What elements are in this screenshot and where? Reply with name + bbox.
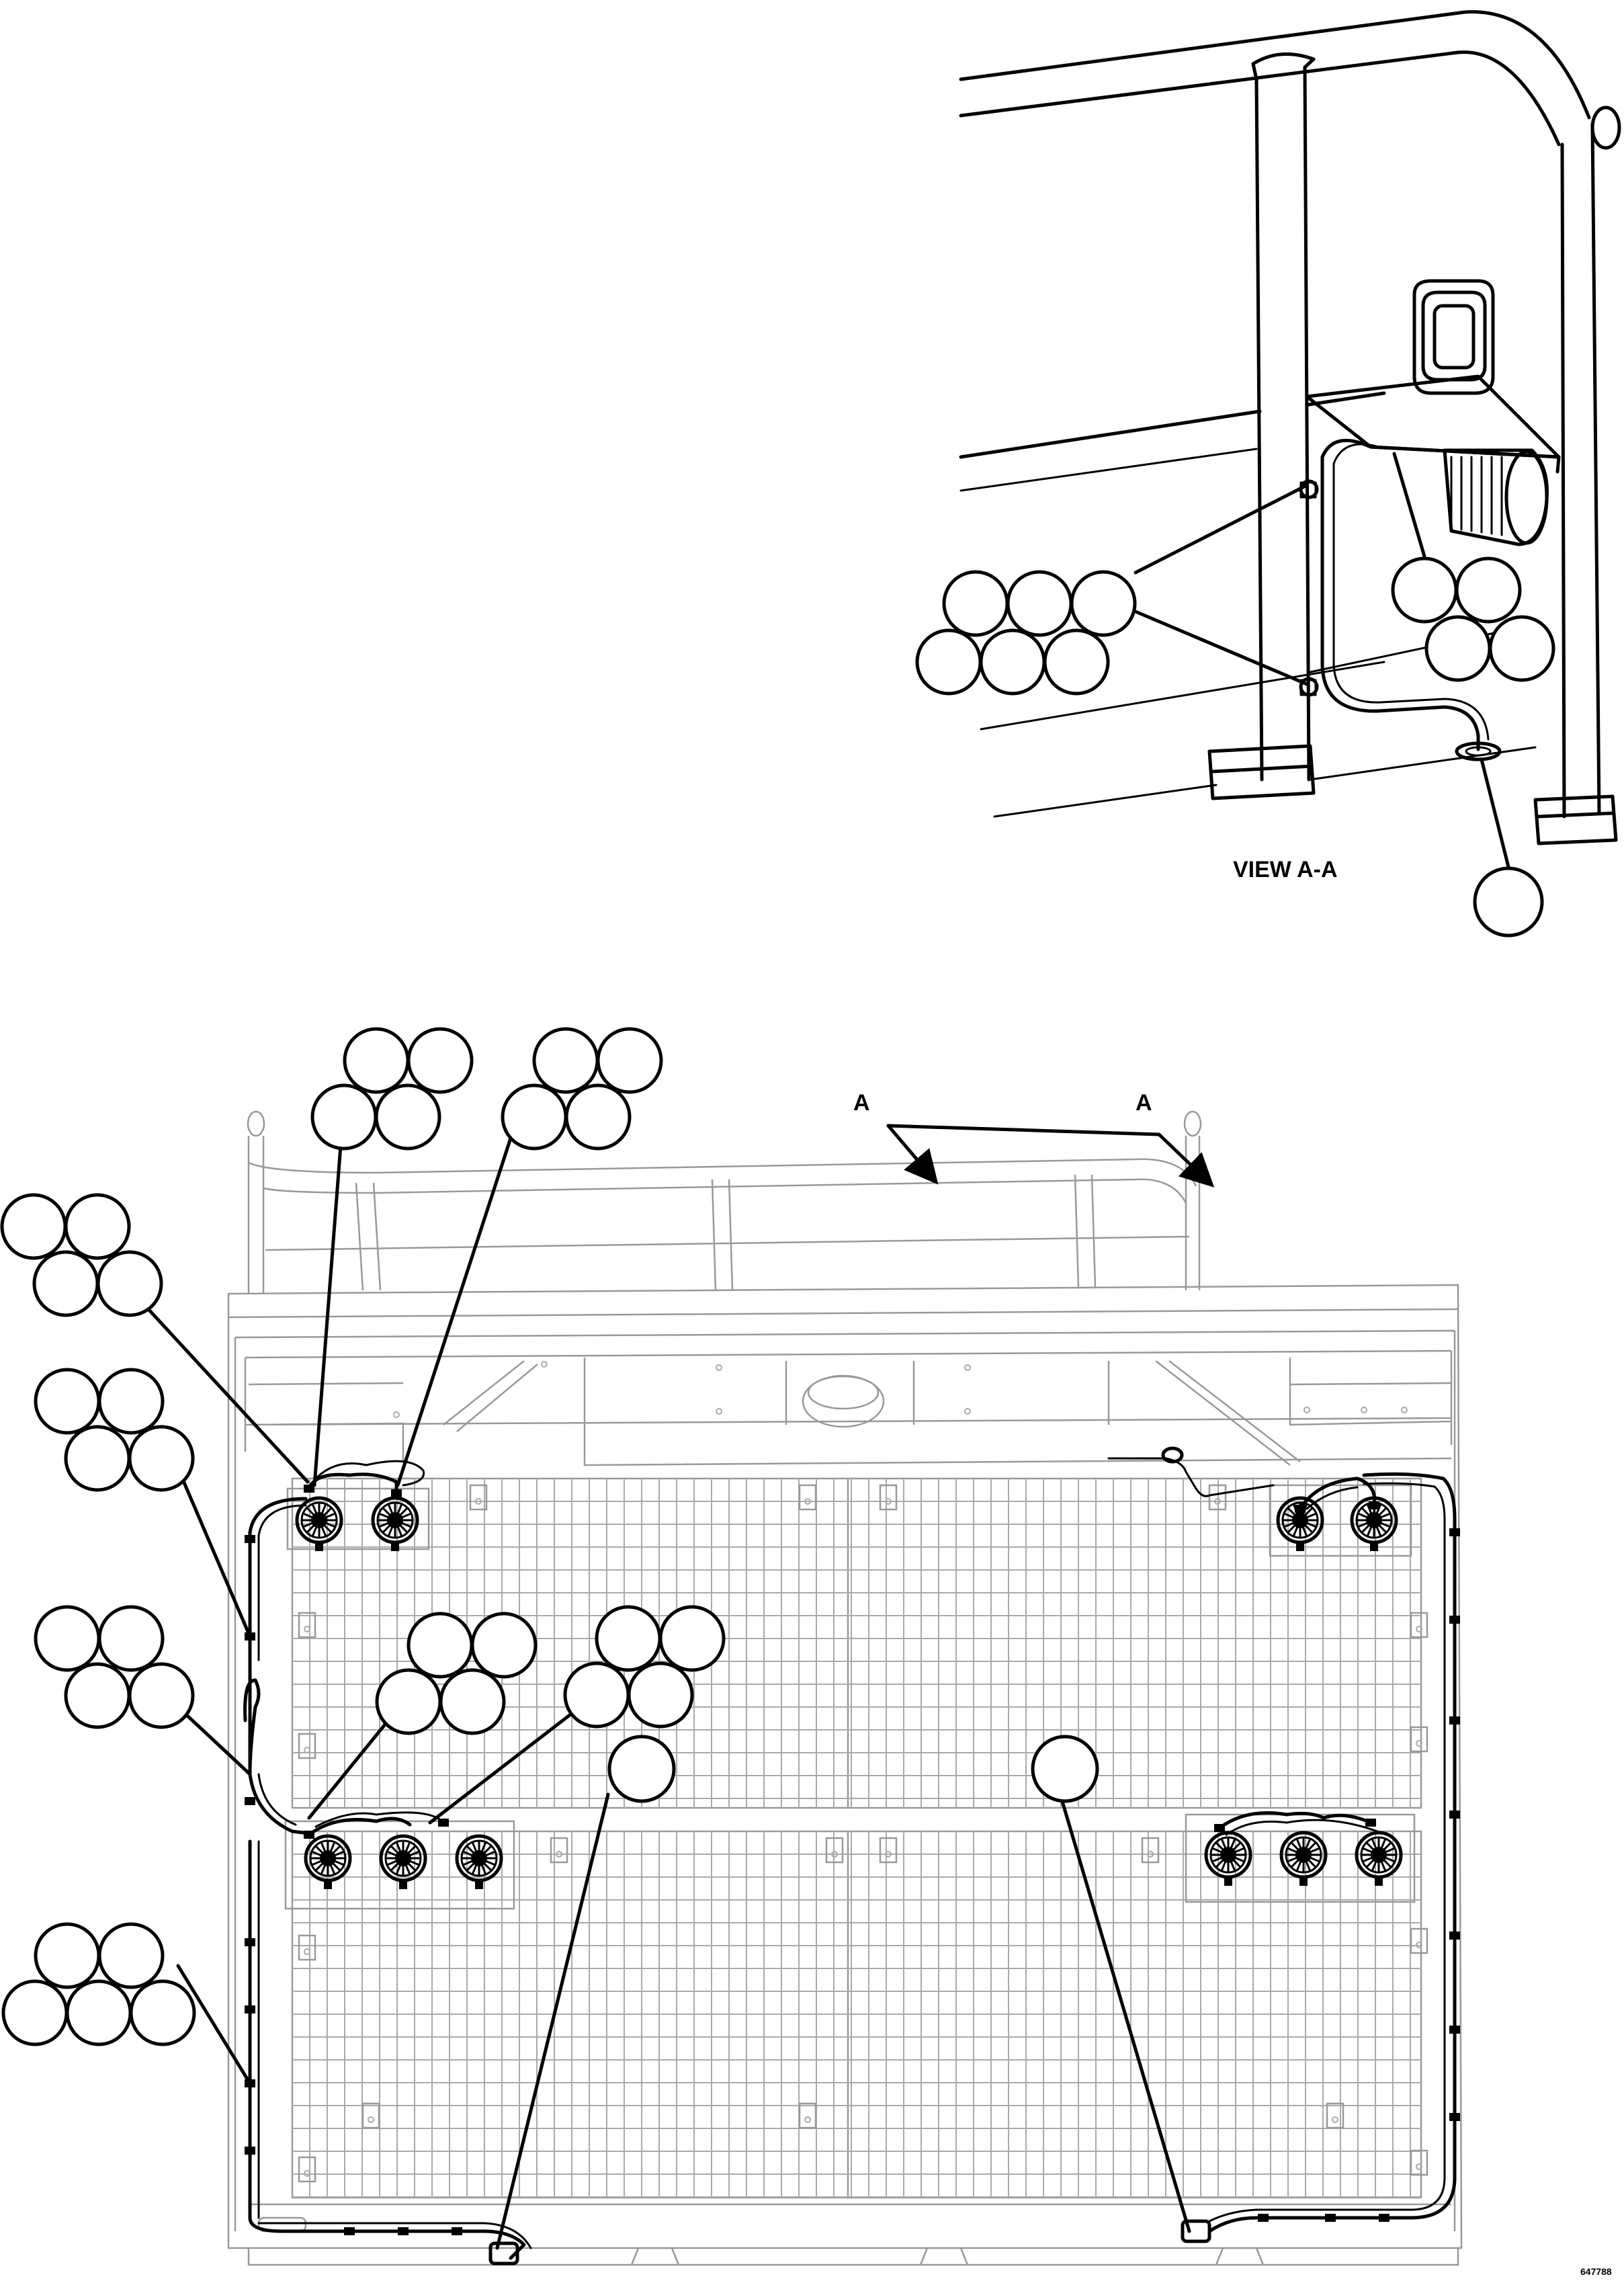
callout-cluster-left-2 — [34, 1368, 195, 1492]
section-letter-left: A — [853, 1090, 870, 1116]
floor-lamp — [371, 1496, 419, 1551]
callout-cluster-top-a — [310, 1027, 474, 1151]
drawing-number: 647788 — [1580, 2266, 1612, 2277]
section-letter-right: A — [1136, 1090, 1152, 1116]
callout-cluster-left-4 — [1, 1922, 196, 2046]
view-a-a-leaders — [1134, 452, 1510, 869]
callout-cluster-top-b — [501, 1027, 663, 1151]
floor-lamp — [455, 1834, 503, 1889]
callout-connector-right — [1031, 1735, 1099, 1803]
callout-cluster-left-1 — [0, 1193, 163, 1317]
view-title: VIEW A-A — [1233, 857, 1338, 882]
callout-grommet — [1473, 866, 1544, 938]
callout-cluster-upper-right — [1391, 556, 1555, 682]
floor-lamps — [295, 1496, 1403, 1889]
floor-lamp — [1279, 1831, 1328, 1886]
floor-lamp — [1204, 1831, 1252, 1886]
floor-lamp — [295, 1496, 343, 1551]
floor-lamp — [1350, 1496, 1398, 1551]
wire-harness — [243, 1446, 1460, 2266]
floor-lamp — [379, 1834, 427, 1889]
floor-grating — [292, 1479, 1428, 2198]
callout-cluster-upper-left — [915, 570, 1137, 696]
floor-lamp — [1355, 1831, 1403, 1886]
floor-lamp — [304, 1834, 352, 1889]
callout-cluster-mid-b — [563, 1605, 726, 1729]
callout-cluster-mid-a — [375, 1612, 538, 1735]
callout-cluster-left-3 — [34, 1605, 195, 1729]
plan-view-leaders — [144, 1095, 1191, 2250]
view-a-a-detail — [959, 10, 1621, 845]
section-arrows: A A — [853, 1090, 1215, 1188]
floor-lamp — [1276, 1496, 1324, 1551]
callout-connector-left — [607, 1735, 676, 1803]
